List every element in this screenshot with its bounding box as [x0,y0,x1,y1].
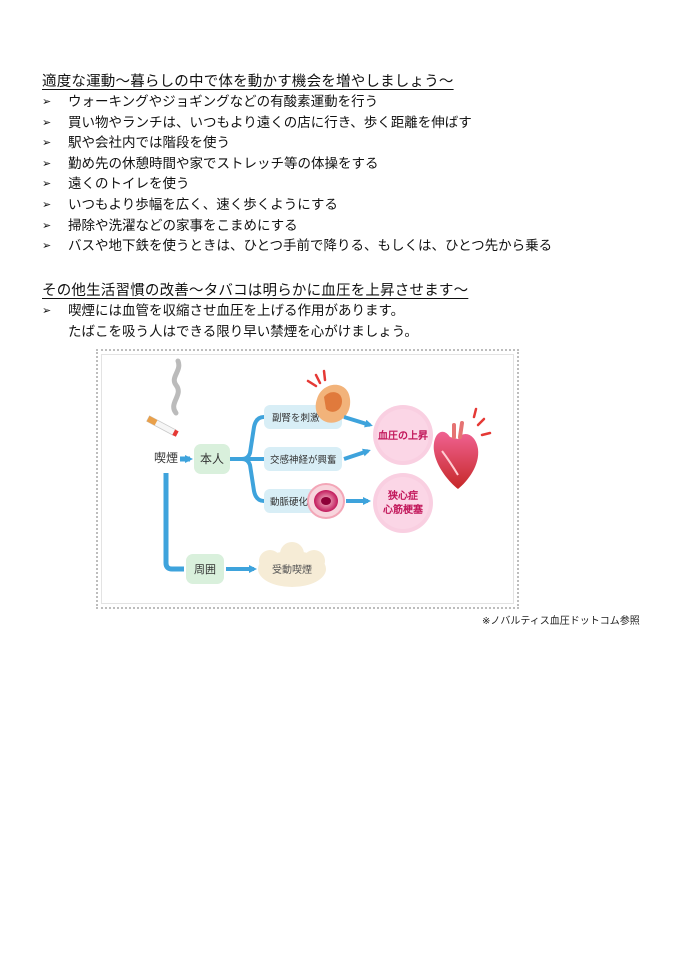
list-item: ➢買い物やランチは、いつもより遠くの店に行き、歩く距離を伸ばす [42,113,552,134]
surroundings-box [186,554,224,584]
passive-smoking-cloud [258,542,326,587]
figure-border: 喫煙 本人 副腎を刺激 交感神経が興奮 動脈硬化 [101,354,514,604]
angina-inner [377,477,429,529]
source-credit: ※ノバルティス血圧ドットコム参照 [482,616,640,627]
list-item: ➢バスや地下鉄を使うときは、ひとつ手前で降りる、もしくは、ひとつ先から乗る [42,236,552,257]
list-item: ➢勤め先の休憩時間や家でストレッチ等の体操をする [42,154,552,175]
adrenal-gland-icon [306,369,351,423]
list-item: ➢駅や会社内では階段を使う [42,133,552,154]
arrow-bullet-icon: ➢ [42,197,52,211]
arrow-bullet-icon: ➢ [42,95,52,108]
lifestyle-section-title: その他生活習慣の改善～タバコは明らかに血圧を上昇させます～ [42,283,469,299]
alert-spark-icon [306,369,327,388]
smoking-label: 喫煙 [154,451,178,465]
arrow-bullet-icon: ➢ [42,156,52,170]
sympathetic-label: 交感神経が興奮 [270,454,337,466]
sympathetic-box [264,447,342,471]
list-item: ➢いつもより歩幅を広く、速く歩くようにする [42,195,552,216]
exercise-list: ➢ウォーキングやジョギングなどの有酸素運動を行う ➢買い物やランチは、いつもより… [42,92,552,257]
smoking-to-surroundings-arrow [163,473,184,572]
arrow-bullet-icon: ➢ [42,218,52,232]
bp-rise-label: 血圧の上昇 [378,429,428,442]
heart-icon [433,407,492,489]
arrow-bullet-icon: ➢ [42,304,52,317]
smoking-diagram-figure: 喫煙 本人 副腎を刺激 交感神経が興奮 動脈硬化 [96,349,519,609]
self-label: 本人 [200,452,224,466]
arrow-bullet-icon: ➢ [42,239,52,253]
list-item: ➢ウォーキングやジョギングなどの有酸素運動を行う [42,92,552,113]
passive-smoking-label: 受動喫煙 [272,563,312,576]
smoke-icon [171,358,182,416]
arteriosclerosis-label: 動脈硬化 [270,496,309,508]
branch-arrow-top [230,415,268,461]
continuation-line: たばこを吸う人はできる限り早い禁煙を心がけましょう。 [68,323,418,340]
artery-plaque-icon [307,483,345,519]
list-item: ➢掃除や洗濯などの家事をこまめにする [42,216,552,237]
sympathetic-to-bp-arrow [343,448,371,461]
smoking-note: ➢喫煙には血管を収縮させ血圧を上げる作用があります。 たばこを吸う人はできる限り… [42,301,418,342]
arrow-bullet-icon: ➢ [42,177,52,191]
adrenal-to-bp-arrow [343,415,373,428]
surroundings-label: 周囲 [194,563,216,576]
heart-spark-icon [472,407,492,437]
self-box [194,444,230,474]
branch-arrow-bottom [230,457,268,503]
adrenal-label: 副腎を刺激 [272,412,320,424]
arrow-bullet-icon: ➢ [42,115,52,129]
exercise-section-title: 適度な運動～暮らしの中で体を動かす機会を増やしましょう～ [42,74,454,90]
bp-rise-inner [377,409,429,461]
mi-label: 心筋梗塞 [383,503,424,516]
angina-label: 狭心症 [387,489,418,502]
list-item: ➢喫煙には血管を収縮させ血圧を上げる作用があります。 [42,301,418,322]
arrow-bullet-icon: ➢ [42,136,52,150]
cigarette-icon [146,415,179,437]
smoking-effects-diagram: 喫煙 本人 副腎を刺激 交感神経が興奮 動脈硬化 [146,358,492,587]
list-item: ➢遠くのトイレを使う [42,174,552,195]
